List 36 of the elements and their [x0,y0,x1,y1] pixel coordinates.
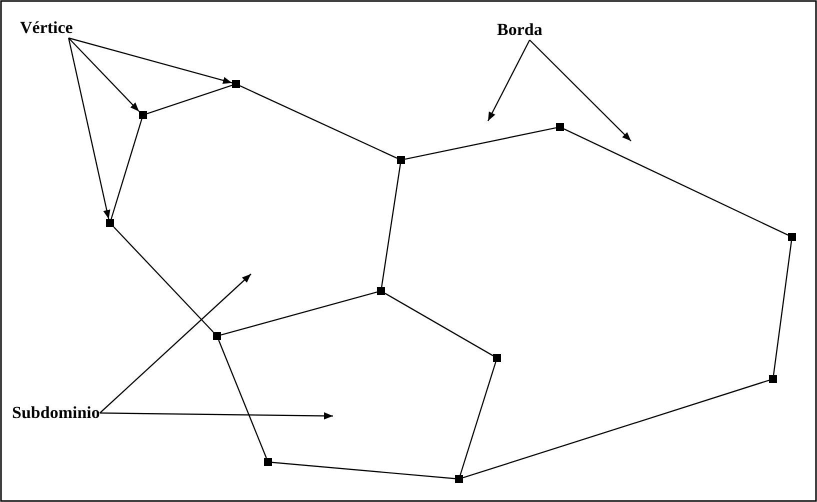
mesh-edge [404,127,556,160]
mesh-edge [110,118,142,220]
leader-arrow [68,38,110,220]
vertex-marker [139,111,147,119]
mesh-edge [240,85,398,159]
vertex-marker [556,123,564,131]
leader-arrow [99,274,252,414]
vertex-marker [264,458,272,466]
callout-label: Subdominio [12,403,100,423]
callout-label: Borda [497,20,542,40]
vertex-marker [232,80,240,88]
vertex-marker [788,233,796,241]
mesh-edge [772,240,792,376]
mesh-edge [384,292,494,356]
mesh-edge [113,226,214,332]
leader-arrow [68,37,232,84]
leader-arrow [487,40,530,122]
vertex-marker [455,475,463,483]
vertex-marker [769,375,777,383]
leader-arrow [100,412,333,420]
mesh-edge [460,362,496,476]
leader-arrow [68,38,140,112]
vertex-marker [106,219,114,227]
mesh-edge [220,292,378,336]
mesh-edge [146,84,232,114]
mesh-edge [564,128,788,236]
mesh-edge [462,380,770,478]
vertex-marker [213,332,221,340]
mesh-edge [218,340,267,458]
vertex-marker [397,156,405,164]
mesh-edge [381,164,401,288]
vertex-marker [493,354,501,362]
callout-label: Vértice [20,18,73,38]
mesh-edge [272,462,456,480]
leader-arrow [529,40,632,142]
vertex-marker [377,287,385,295]
